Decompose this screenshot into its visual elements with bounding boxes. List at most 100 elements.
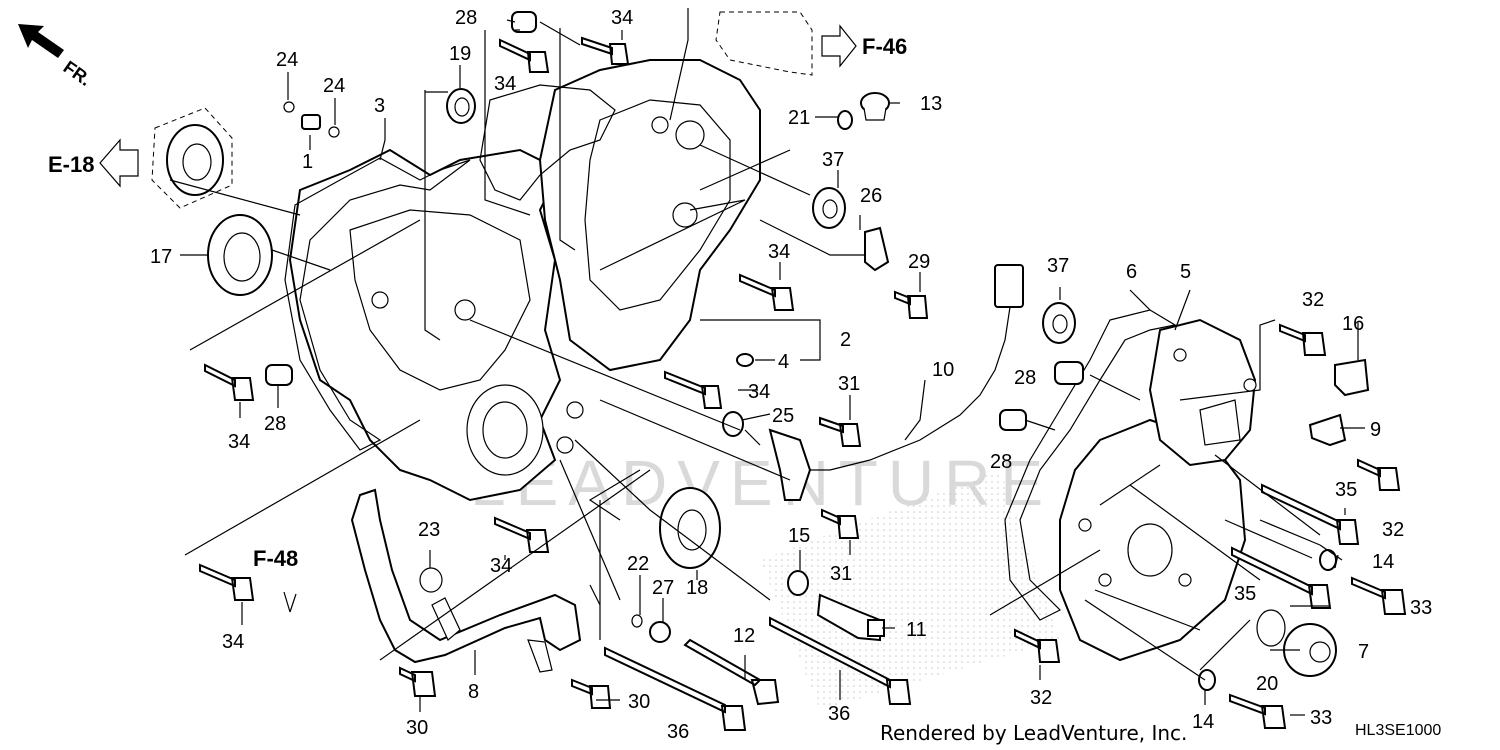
callout-24-right[interactable]: 24 — [323, 75, 345, 97]
callout-22[interactable]: 22 — [627, 553, 649, 575]
bearing-17[interactable] — [207, 214, 273, 296]
bolt-36-left[interactable] — [604, 646, 747, 731]
callout-20[interactable]: 20 — [1256, 673, 1278, 695]
callout-32-bottom[interactable]: 32 — [1030, 687, 1052, 709]
callout-28-top[interactable]: 28 — [455, 7, 477, 29]
bolt-35-top[interactable] — [1261, 483, 1360, 545]
callout-14-upper[interactable]: 14 — [1372, 551, 1394, 573]
washer-24-right[interactable] — [328, 126, 340, 138]
right-crankcase[interactable] — [538, 59, 761, 372]
bolt-31-lower[interactable] — [821, 508, 860, 539]
callout-29[interactable]: 29 — [908, 251, 930, 273]
bolt-12[interactable] — [683, 638, 780, 706]
callout-24-left[interactable]: 24 — [276, 49, 298, 71]
reference-f46[interactable]: F-46 — [715, 11, 907, 76]
callout-34-top-left[interactable]: 34 — [494, 73, 516, 95]
washer-27[interactable] — [649, 621, 671, 643]
bearing-37-top[interactable] — [812, 187, 846, 229]
bolt-34-mid[interactable] — [739, 273, 795, 311]
bearing-19[interactable] — [446, 88, 476, 124]
callout-15[interactable]: 15 — [788, 525, 810, 547]
bolt-34-lower[interactable] — [494, 516, 550, 553]
callout-34-top[interactable]: 34 — [611, 7, 633, 29]
callout-35-bottom[interactable]: 35 — [1234, 583, 1256, 605]
callout-9[interactable]: 9 — [1370, 419, 1381, 441]
dowel-28-right[interactable] — [1054, 361, 1084, 385]
callout-34-lower[interactable]: 34 — [490, 555, 512, 577]
bolt-34-far-left[interactable] — [199, 563, 255, 601]
bolt-33-top[interactable] — [1351, 576, 1407, 615]
bolt-34-top[interactable] — [581, 36, 630, 65]
bracket-9[interactable] — [1308, 413, 1347, 447]
callout-33-bottom[interactable]: 33 — [1310, 707, 1332, 729]
washer-21[interactable] — [837, 110, 853, 130]
washer-25[interactable] — [722, 411, 744, 437]
callout-36-left[interactable]: 36 — [667, 721, 689, 743]
callout-37-right[interactable]: 37 — [1047, 255, 1069, 277]
bolt-34-left[interactable] — [204, 363, 255, 401]
callout-1[interactable]: 1 — [302, 151, 313, 173]
callout-31-lower[interactable]: 31 — [830, 563, 852, 585]
callout-14-lower[interactable]: 14 — [1192, 711, 1214, 733]
bolt-30-left[interactable] — [399, 666, 437, 697]
callout-34-far-left[interactable]: 34 — [222, 631, 244, 653]
dowel-28-top[interactable] — [511, 11, 537, 33]
bolt-34-center[interactable] — [664, 370, 723, 409]
callout-5[interactable]: 5 — [1180, 261, 1191, 283]
bearing-37-right[interactable] — [1042, 302, 1076, 344]
callout-35-top[interactable]: 35 — [1335, 479, 1357, 501]
callout-21[interactable]: 21 — [788, 107, 810, 129]
callout-32-top[interactable]: 32 — [1302, 289, 1324, 311]
dowel-28-left[interactable] — [265, 364, 293, 386]
bolt-32-mid[interactable] — [1357, 458, 1401, 491]
bolt-30-right[interactable] — [571, 678, 612, 709]
bolt-29[interactable] — [894, 290, 929, 319]
reference-e18[interactable]: E-18 — [48, 138, 139, 188]
callout-34-mid[interactable]: 34 — [768, 241, 790, 263]
callout-27[interactable]: 27 — [652, 577, 674, 599]
callout-37-top[interactable]: 37 — [822, 149, 844, 171]
washer-24-left[interactable] — [283, 101, 295, 113]
callout-32-mid[interactable]: 32 — [1382, 519, 1404, 541]
callout-16[interactable]: 16 — [1342, 313, 1364, 335]
o-ring-23[interactable] — [419, 567, 443, 593]
stud-1[interactable] — [301, 114, 321, 130]
callout-26[interactable]: 26 — [860, 185, 882, 207]
callout-17[interactable]: 17 — [150, 246, 172, 268]
reference-f48[interactable]: F-48 — [253, 546, 298, 613]
callout-30-left[interactable]: 30 — [406, 717, 428, 739]
callout-28-left[interactable]: 28 — [264, 413, 286, 435]
callout-30-right[interactable]: 30 — [628, 691, 650, 713]
callout-12[interactable]: 12 — [733, 625, 755, 647]
bolt-35-bottom[interactable] — [1231, 546, 1332, 609]
washer-14-upper[interactable] — [1319, 549, 1337, 571]
bolt-33-bottom[interactable] — [1229, 693, 1287, 729]
callout-4[interactable]: 4 — [778, 351, 789, 373]
washer-15[interactable] — [787, 570, 809, 596]
clip-26[interactable] — [864, 226, 890, 272]
callout-33-top[interactable]: 33 — [1410, 597, 1432, 619]
callout-2[interactable]: 2 — [840, 329, 851, 351]
bolt-36-right[interactable] — [769, 616, 912, 705]
o-ring-20[interactable] — [1256, 609, 1286, 647]
callout-31-top[interactable]: 31 — [838, 373, 860, 395]
callout-36-right[interactable]: 36 — [828, 703, 850, 725]
callout-3[interactable]: 3 — [374, 95, 385, 117]
washer-22[interactable] — [631, 614, 643, 628]
dowel-28-lower[interactable] — [999, 409, 1027, 431]
callout-28-right[interactable]: 28 — [1014, 367, 1036, 389]
sensor-wire-10[interactable] — [768, 264, 1024, 501]
washer-14-lower[interactable] — [1198, 669, 1216, 691]
callout-13[interactable]: 13 — [920, 93, 942, 115]
callout-34-left[interactable]: 34 — [228, 431, 250, 453]
bolt-34-top-left[interactable] — [499, 38, 550, 73]
clip-16[interactable] — [1334, 358, 1370, 397]
plug-bolt-13[interactable] — [860, 92, 890, 121]
bolt-32-top[interactable] — [1279, 323, 1327, 356]
callout-28-lower[interactable]: 28 — [990, 451, 1012, 473]
callout-8[interactable]: 8 — [468, 681, 479, 703]
oil-pipe-8[interactable] — [350, 488, 582, 673]
callout-6[interactable]: 6 — [1126, 261, 1137, 283]
callout-11[interactable]: 11 — [906, 619, 927, 641]
bolt-32-bottom[interactable] — [1014, 628, 1061, 663]
